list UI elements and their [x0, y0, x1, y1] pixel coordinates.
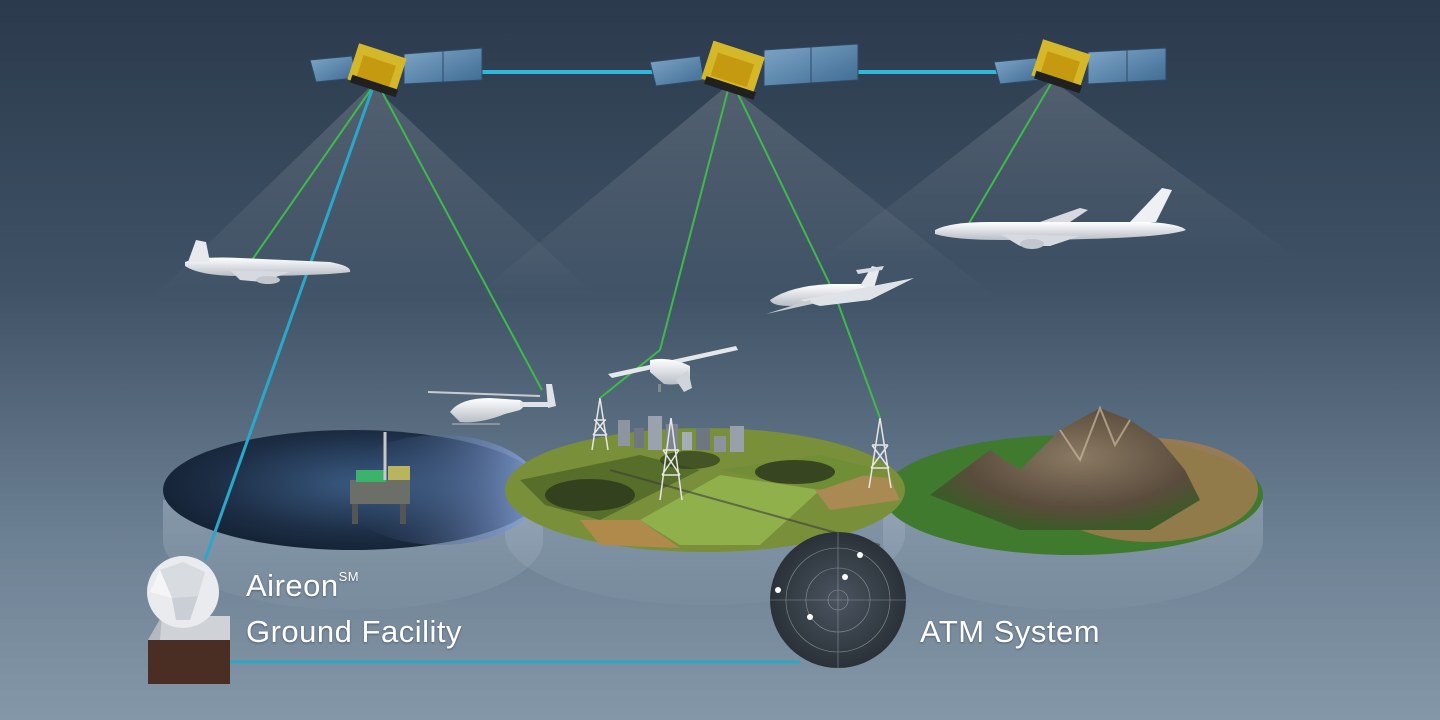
- radar-target: [807, 614, 813, 620]
- tower-left: [591, 397, 609, 451]
- ground-stations: [591, 397, 892, 501]
- radar-targets: [775, 552, 863, 620]
- helicopter: [427, 384, 556, 425]
- downlink-helicopter: [379, 87, 543, 391]
- terrain-disks: [163, 405, 1263, 610]
- satellite-to-ground-link: [203, 89, 374, 561]
- satellite-right: [993, 39, 1167, 94]
- downlink-airliner-left: [251, 87, 373, 261]
- radar-target: [842, 574, 848, 580]
- aireon-ground-facility: [147, 556, 230, 684]
- service-mark: SM: [338, 568, 360, 584]
- business-jet: [766, 266, 914, 314]
- downlink-cessna: [659, 89, 729, 351]
- satellite-center: [649, 40, 859, 100]
- airliner-left: [185, 240, 351, 284]
- downlink-bizjet: [735, 89, 836, 296]
- atm-system-label: ATM System: [920, 614, 1101, 649]
- farmland-city-disk: [505, 416, 905, 552]
- oil-platform: [350, 432, 410, 524]
- radar-target: [857, 552, 863, 558]
- satellite-left: [309, 43, 483, 98]
- airliner-right: [935, 188, 1186, 249]
- city-buildings: [618, 416, 744, 452]
- mountain-disk: [883, 405, 1263, 555]
- cessna: [608, 346, 738, 392]
- tower-right: [868, 417, 892, 489]
- ground-facility-label-line1: AireonSM: [246, 568, 359, 604]
- radar-target: [775, 587, 781, 593]
- ground-data-link: [203, 89, 800, 664]
- ground-facility-label-line2: Ground Facility: [246, 614, 462, 649]
- ocean-disk: [163, 430, 543, 550]
- radome-icon: [147, 556, 219, 628]
- atm-radar-display: [770, 532, 906, 668]
- downlink-bizjet-tower: [834, 294, 881, 419]
- tower-center: [659, 417, 683, 501]
- ground-facility-name: Aireon: [246, 568, 339, 603]
- satellite-downlinks: [251, 81, 1053, 419]
- downlink-airliner-right: [967, 81, 1053, 226]
